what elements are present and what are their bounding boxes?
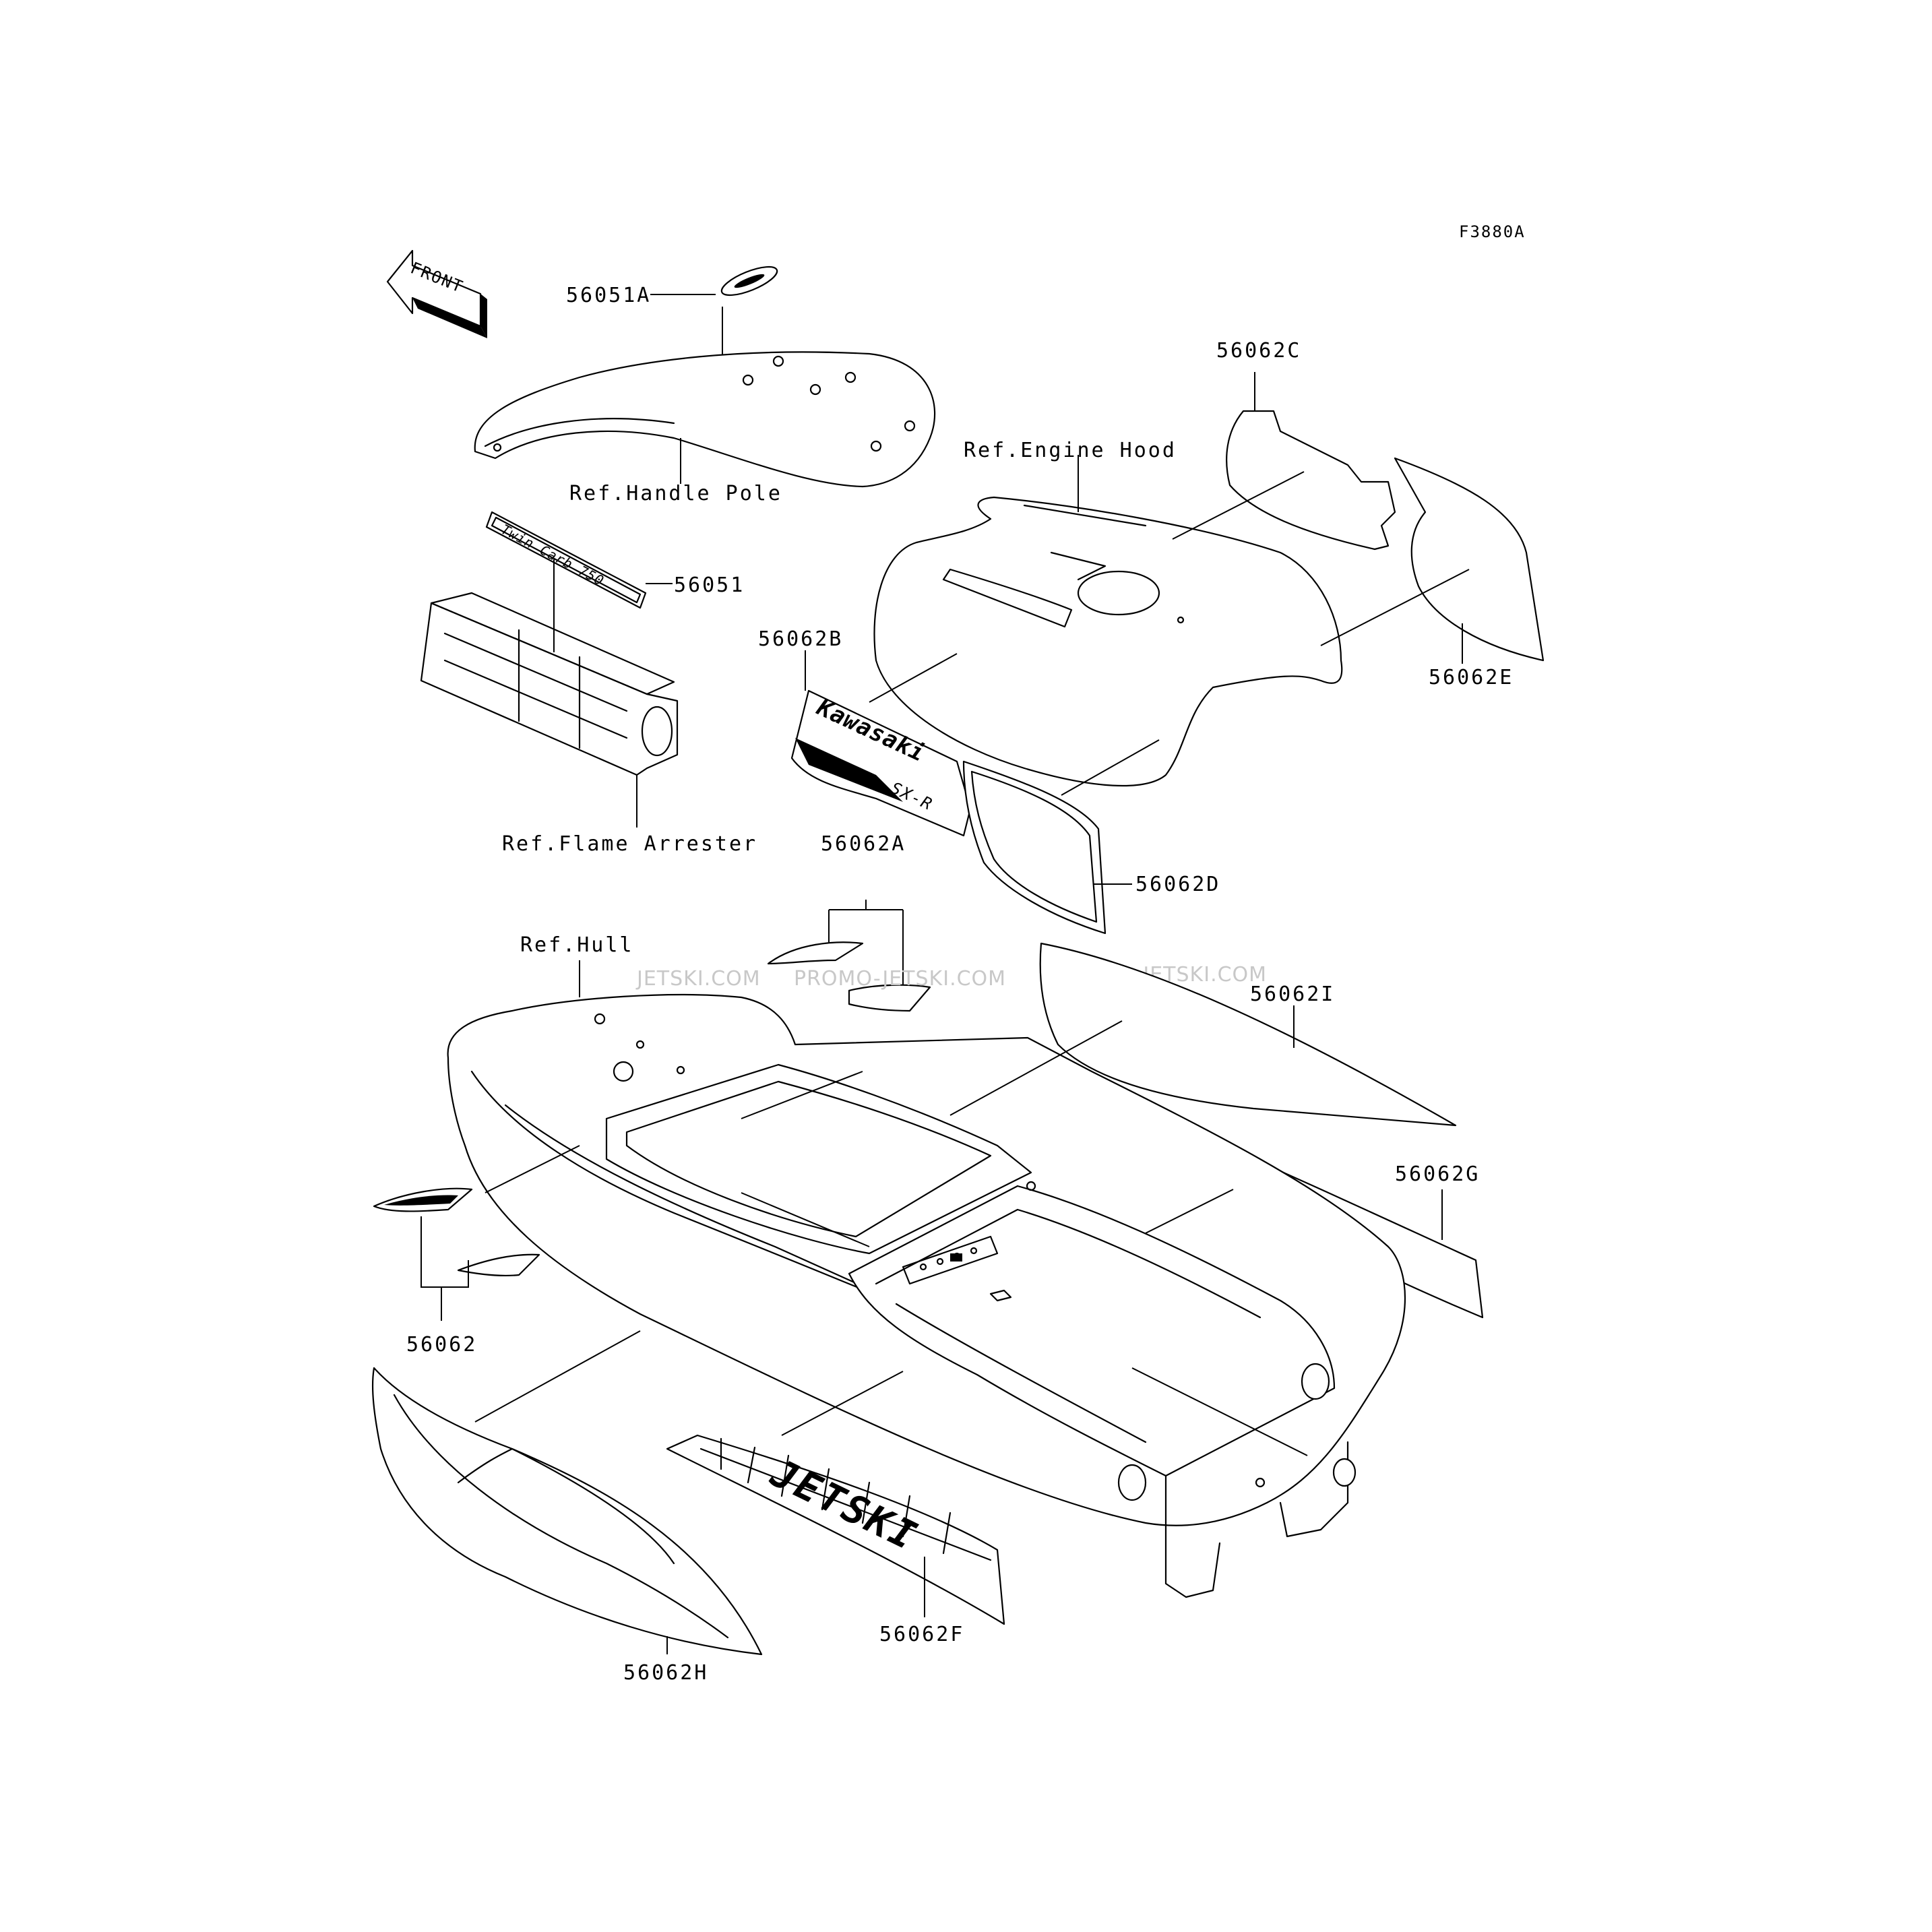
leader-hood-e <box>1320 569 1470 646</box>
leader-hull-seat <box>741 1192 870 1247</box>
emblem-56051A <box>720 266 778 297</box>
label-56062A: 56062A <box>821 832 906 856</box>
front-arrow-icon: FRONT <box>386 249 487 338</box>
leader-hull-G <box>1145 1189 1234 1234</box>
decal-56062E <box>1394 457 1545 662</box>
watermark-2: PROMO-JETSKI.COM <box>794 967 1006 991</box>
label-56062F: 56062F <box>879 1623 964 1646</box>
label-56062C: 56062C <box>1216 339 1301 363</box>
label-56062G: 56062G <box>1395 1162 1480 1186</box>
leader-hull-I <box>949 1020 1123 1116</box>
label-56051A: 56051A <box>566 284 651 307</box>
flame-arrester <box>420 592 679 776</box>
label-56051: 56051 <box>674 573 745 597</box>
decal-56062H <box>371 1367 763 1656</box>
leader-hull-F <box>781 1371 904 1436</box>
leader-hull-56062 <box>485 1145 580 1193</box>
label-56062E: 56062E <box>1429 666 1514 689</box>
decal-56062C <box>1226 410 1396 551</box>
decal-56062A-2 <box>848 984 931 1012</box>
watermark-1: JETSKI.COM <box>635 967 761 991</box>
label-56062I: 56062I <box>1250 983 1335 1006</box>
decal-56062-2 <box>457 1253 540 1277</box>
leader-56062A <box>828 900 904 997</box>
twin-carb-text: Twin Carb 750 <box>499 521 607 589</box>
label-56062B: 56062B <box>758 627 843 651</box>
ref-flame-arrester: Ref.Flame Arrester <box>502 832 757 856</box>
decal-56051: Twin Carb 750 <box>485 511 647 609</box>
decal-56062I <box>1039 942 1457 1127</box>
leader-hull-H <box>474 1330 641 1423</box>
hull <box>447 993 1406 1598</box>
leader-hull-A <box>741 1071 863 1119</box>
leader-hood-d <box>1061 739 1160 796</box>
leader-hull-rear <box>1131 1367 1308 1456</box>
decal-56062D <box>962 760 1107 935</box>
ref-hull: Ref.Hull <box>520 933 634 957</box>
decal-56062A-1 <box>767 941 864 965</box>
handle-pole <box>474 351 936 488</box>
ref-engine-hood: Ref.Engine Hood <box>964 439 1177 462</box>
leader-hood-b <box>869 653 958 703</box>
leader-56062 <box>420 1216 469 1321</box>
label-56062: 56062 <box>406 1333 477 1357</box>
label-56062D: 56062D <box>1135 873 1220 896</box>
label-56062H: 56062H <box>623 1661 708 1685</box>
leader-hood-c <box>1172 471 1305 540</box>
engine-hood <box>873 496 1343 787</box>
diagram-id: F3880A <box>1459 222 1526 241</box>
ref-handle-pole: Ref.Handle Pole <box>569 482 782 505</box>
